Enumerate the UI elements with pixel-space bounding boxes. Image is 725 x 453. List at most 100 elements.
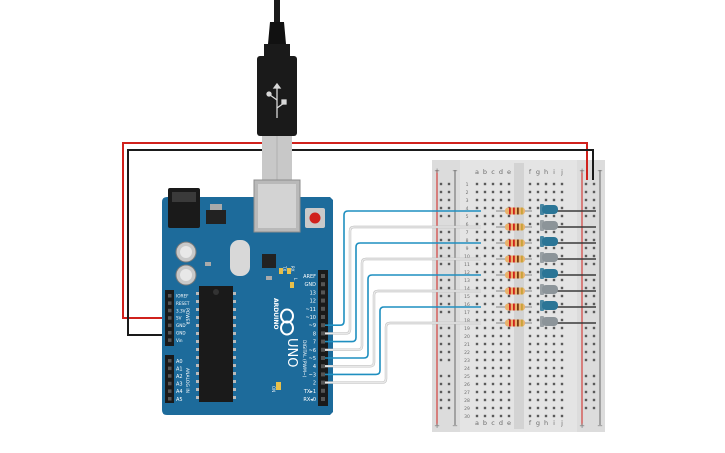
breadboard-hole[interactable]: [475, 190, 479, 194]
breadboard-hole[interactable]: [536, 318, 540, 322]
digital-pin-socket[interactable]: [321, 347, 325, 352]
breadboard-hole[interactable]: [507, 390, 511, 394]
breadboard-hole[interactable]: [552, 414, 556, 418]
breadboard-hole[interactable]: [536, 374, 540, 378]
breadboard-hole[interactable]: [483, 246, 487, 250]
breadboard-hole[interactable]: [536, 326, 540, 330]
breadboard-hole[interactable]: [560, 278, 564, 282]
breadboard-hole[interactable]: [483, 318, 487, 322]
rail-hole[interactable]: [584, 246, 588, 250]
breadboard-hole[interactable]: [475, 222, 479, 226]
breadboard-hole[interactable]: [552, 190, 556, 194]
breadboard-hole[interactable]: [491, 182, 495, 186]
digital-pin-socket[interactable]: [321, 380, 325, 385]
rail-hole[interactable]: [584, 294, 588, 298]
breadboard-hole[interactable]: [499, 334, 503, 338]
rail-hole[interactable]: [584, 398, 588, 402]
breadboard-hole[interactable]: [475, 278, 479, 282]
breadboard-hole[interactable]: [475, 238, 479, 242]
wire-gnd-black[interactable]: [127, 149, 594, 336]
breadboard-hole[interactable]: [528, 374, 532, 378]
breadboard-hole[interactable]: [483, 358, 487, 362]
signal-wire[interactable]: [325, 290, 481, 367]
rail-hole[interactable]: [439, 398, 443, 402]
digital-pin-socket[interactable]: [321, 356, 325, 360]
breadboard-hole[interactable]: [536, 334, 540, 338]
rail-hole[interactable]: [447, 310, 451, 314]
rail-hole[interactable]: [592, 294, 596, 298]
breadboard-hole[interactable]: [475, 334, 479, 338]
rail-hole[interactable]: [439, 390, 443, 394]
breadboard-hole[interactable]: [499, 398, 503, 402]
rail-hole[interactable]: [439, 334, 443, 338]
breadboard-hole[interactable]: [528, 382, 532, 386]
breadboard-hole[interactable]: [499, 302, 503, 306]
rail-hole[interactable]: [439, 238, 443, 242]
rail-hole[interactable]: [439, 382, 443, 386]
rail-hole[interactable]: [584, 390, 588, 394]
breadboard-hole[interactable]: [528, 206, 532, 210]
breadboard-hole[interactable]: [483, 222, 487, 226]
rail-hole[interactable]: [447, 358, 451, 362]
rail-hole[interactable]: [592, 230, 596, 234]
breadboard-hole[interactable]: [552, 406, 556, 410]
rail-hole[interactable]: [447, 294, 451, 298]
reset-button-cap[interactable]: [309, 212, 321, 224]
breadboard-hole[interactable]: [483, 294, 487, 298]
breadboard-hole[interactable]: [499, 182, 503, 186]
breadboard-hole[interactable]: [560, 358, 564, 362]
breadboard-hole[interactable]: [528, 270, 532, 274]
breadboard-hole[interactable]: [499, 374, 503, 378]
breadboard-hole[interactable]: [483, 366, 487, 370]
rail-hole[interactable]: [447, 334, 451, 338]
rail-hole[interactable]: [592, 190, 596, 194]
signal-wire[interactable]: [325, 210, 481, 326]
breadboard-hole[interactable]: [560, 326, 564, 330]
breadboard-hole[interactable]: [536, 414, 540, 418]
rail-hole[interactable]: [592, 326, 596, 330]
led[interactable]: [542, 285, 558, 294]
rail-hole[interactable]: [584, 286, 588, 290]
breadboard-hole[interactable]: [536, 230, 540, 234]
rail-hole[interactable]: [439, 198, 443, 202]
arduino-uno-board[interactable]: TX RX L ON ARDUINO UNO AREFGND1312~11~10…: [162, 179, 333, 415]
rail-hole[interactable]: [439, 254, 443, 258]
breadboard-hole[interactable]: [507, 310, 511, 314]
breadboard-hole[interactable]: [475, 270, 479, 274]
breadboard-hole[interactable]: [499, 350, 503, 354]
breadboard-hole[interactable]: [491, 302, 495, 306]
breadboard-hole[interactable]: [544, 182, 548, 186]
breadboard-hole[interactable]: [536, 310, 540, 314]
breadboard-hole[interactable]: [536, 350, 540, 354]
breadboard-hole[interactable]: [475, 198, 479, 202]
breadboard-hole[interactable]: [528, 214, 532, 218]
breadboard-hole[interactable]: [475, 414, 479, 418]
breadboard-hole[interactable]: [507, 262, 511, 266]
breadboard-hole[interactable]: [560, 342, 564, 346]
breadboard-hole[interactable]: [483, 414, 487, 418]
rail-hole[interactable]: [592, 310, 596, 314]
rail-hole[interactable]: [584, 326, 588, 330]
breadboard-hole[interactable]: [560, 310, 564, 314]
signal-wire[interactable]: [325, 258, 481, 351]
breadboard-hole[interactable]: [483, 390, 487, 394]
rail-hole[interactable]: [439, 286, 443, 290]
breadboard-hole[interactable]: [499, 230, 503, 234]
breadboard-hole[interactable]: [536, 382, 540, 386]
rail-hole[interactable]: [584, 230, 588, 234]
digital-pin-socket[interactable]: [321, 372, 325, 377]
breadboard-hole[interactable]: [475, 318, 479, 322]
breadboard-hole[interactable]: [536, 262, 540, 266]
breadboard[interactable]: + − + − + − + − 123456789101112131415161…: [432, 160, 605, 432]
breadboard-hole[interactable]: [499, 206, 503, 210]
breadboard-hole[interactable]: [528, 358, 532, 362]
breadboard-hole[interactable]: [536, 366, 540, 370]
rail-hole[interactable]: [447, 182, 451, 186]
breadboard-hole[interactable]: [536, 214, 540, 218]
rail-hole[interactable]: [592, 374, 596, 378]
digital-pin-socket[interactable]: [321, 306, 325, 311]
breadboard-hole[interactable]: [544, 334, 548, 338]
breadboard-hole[interactable]: [491, 198, 495, 202]
rail-hole[interactable]: [439, 182, 443, 186]
breadboard-hole[interactable]: [483, 350, 487, 354]
